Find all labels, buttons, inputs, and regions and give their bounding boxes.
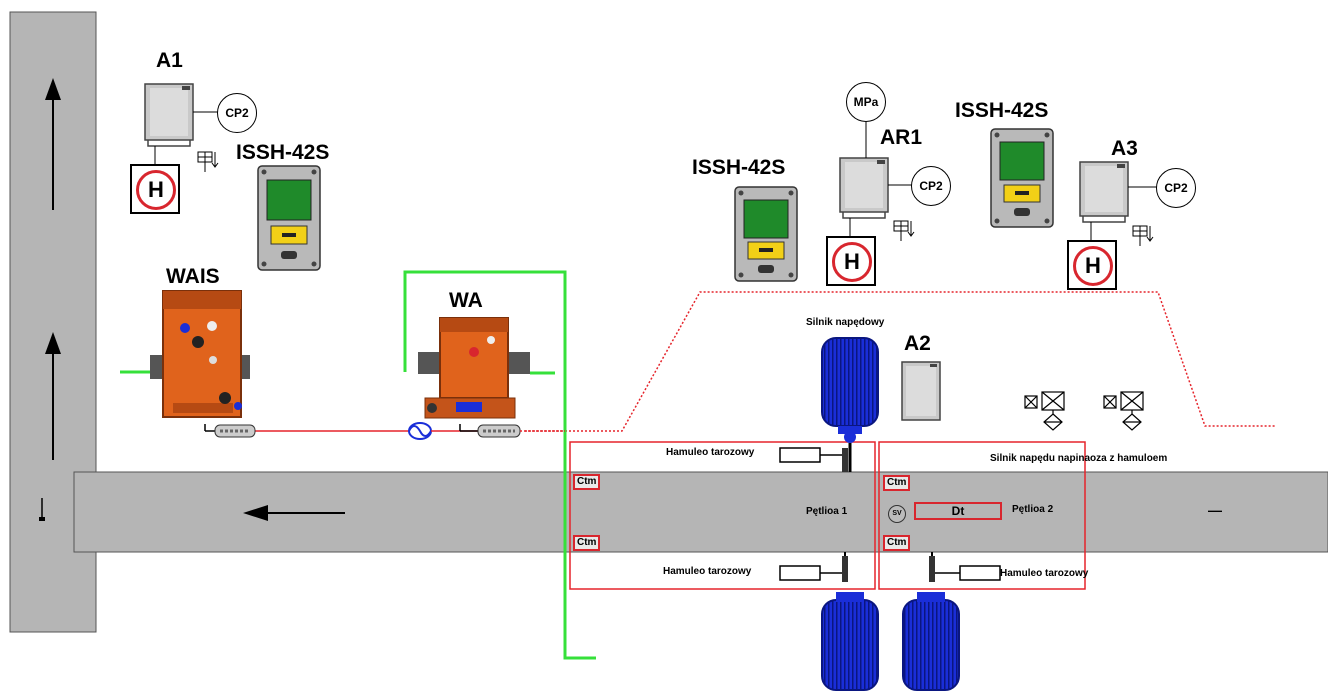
disc-brake-bottom-left (779, 552, 848, 582)
brake-label-bottom-right: Hamuleo tarozowy (1000, 568, 1089, 579)
ctm-sensor: Ctm (573, 535, 601, 551)
cp2-gauge-a1: CP2 (217, 93, 257, 133)
drive-motor-bottom-1 (821, 592, 879, 691)
device-label-issh-left: ISSH-42S (236, 141, 330, 164)
drive-motor-top (821, 337, 879, 472)
drive-motor-bottom-2 (902, 592, 960, 691)
ctm-sensor: Ctm (883, 535, 911, 551)
cable-coil-icon (408, 422, 432, 440)
loop-1-label: Pętlioa 1 (806, 506, 848, 517)
arrow-left-icon (243, 505, 345, 521)
device-label-wa: WA (449, 289, 483, 312)
device-label-issh-right: ISSH-42S (955, 99, 1049, 122)
dt-sensor: Dt (914, 502, 1002, 520)
h-sign-icon: H (136, 170, 176, 210)
green-cable (403, 270, 596, 660)
mpa-gauge: MPa (846, 82, 886, 122)
loop-2-label: Pętlioa 2 (1012, 504, 1054, 515)
arrow-up-icon (45, 332, 61, 460)
arrow-up-icon (45, 78, 61, 210)
disc-brake-top (779, 447, 848, 472)
device-label-issh-mid: ISSH-42S (692, 156, 786, 179)
wa-cabinet (418, 317, 530, 419)
steel-box-ar1 (839, 121, 912, 236)
valve-symbol-icon (1024, 391, 1065, 431)
loop-1-zone (569, 441, 876, 590)
device-label-a1: A1 (156, 49, 183, 72)
ctm-sensor: Ctm (573, 474, 601, 490)
brake-label-bottom-left: Hamuleo tarozowy (663, 566, 752, 577)
h-sign-icon: H (832, 242, 872, 282)
device-label-wais: WAIS (166, 265, 220, 288)
device-label-a2: A2 (904, 332, 931, 355)
plug-symbol-icon (893, 220, 915, 241)
cable-connector-icon (204, 424, 256, 438)
cp2-gauge-a3: CP2 (1156, 168, 1196, 208)
cp2-gauge-ar1: CP2 (911, 166, 951, 206)
plug-symbol-icon (197, 151, 219, 172)
issh-42s-unit (990, 128, 1054, 228)
issh-42s-unit (257, 165, 321, 271)
device-label-ar1: AR1 (880, 126, 923, 149)
small-marker-icon (39, 498, 45, 521)
cable-connector-icon (459, 424, 521, 438)
plug-symbol-icon (1132, 225, 1154, 246)
drive-motor-label: Silnik napędowy (806, 317, 885, 328)
ctm-sensor: Ctm (883, 475, 911, 491)
issh-42s-unit (734, 186, 798, 282)
h-sign-icon: H (1073, 246, 1113, 286)
steel-box-a1 (144, 83, 218, 164)
conveyor-end-marker: — (1208, 502, 1222, 518)
tensioner-motor-label: Silnik napędu napinaoza z hamuloem (990, 453, 1168, 464)
brake-label-top: Hamuleo tarozowy (666, 447, 755, 458)
device-label-a3: A3 (1111, 137, 1138, 160)
h-sign: H (130, 164, 180, 214)
disc-brake-bottom-right (929, 552, 1001, 582)
sv-sensor-icon: SV (888, 505, 906, 523)
zone-boundary (525, 291, 1275, 432)
h-sign: H (826, 236, 876, 286)
wais-cabinet (150, 290, 250, 418)
h-sign: H (1067, 240, 1117, 290)
valve-symbol-icon (1103, 391, 1144, 431)
steel-box-a3 (1079, 161, 1157, 240)
loop-2-zone (878, 441, 1086, 590)
steel-box-a2 (901, 361, 941, 421)
